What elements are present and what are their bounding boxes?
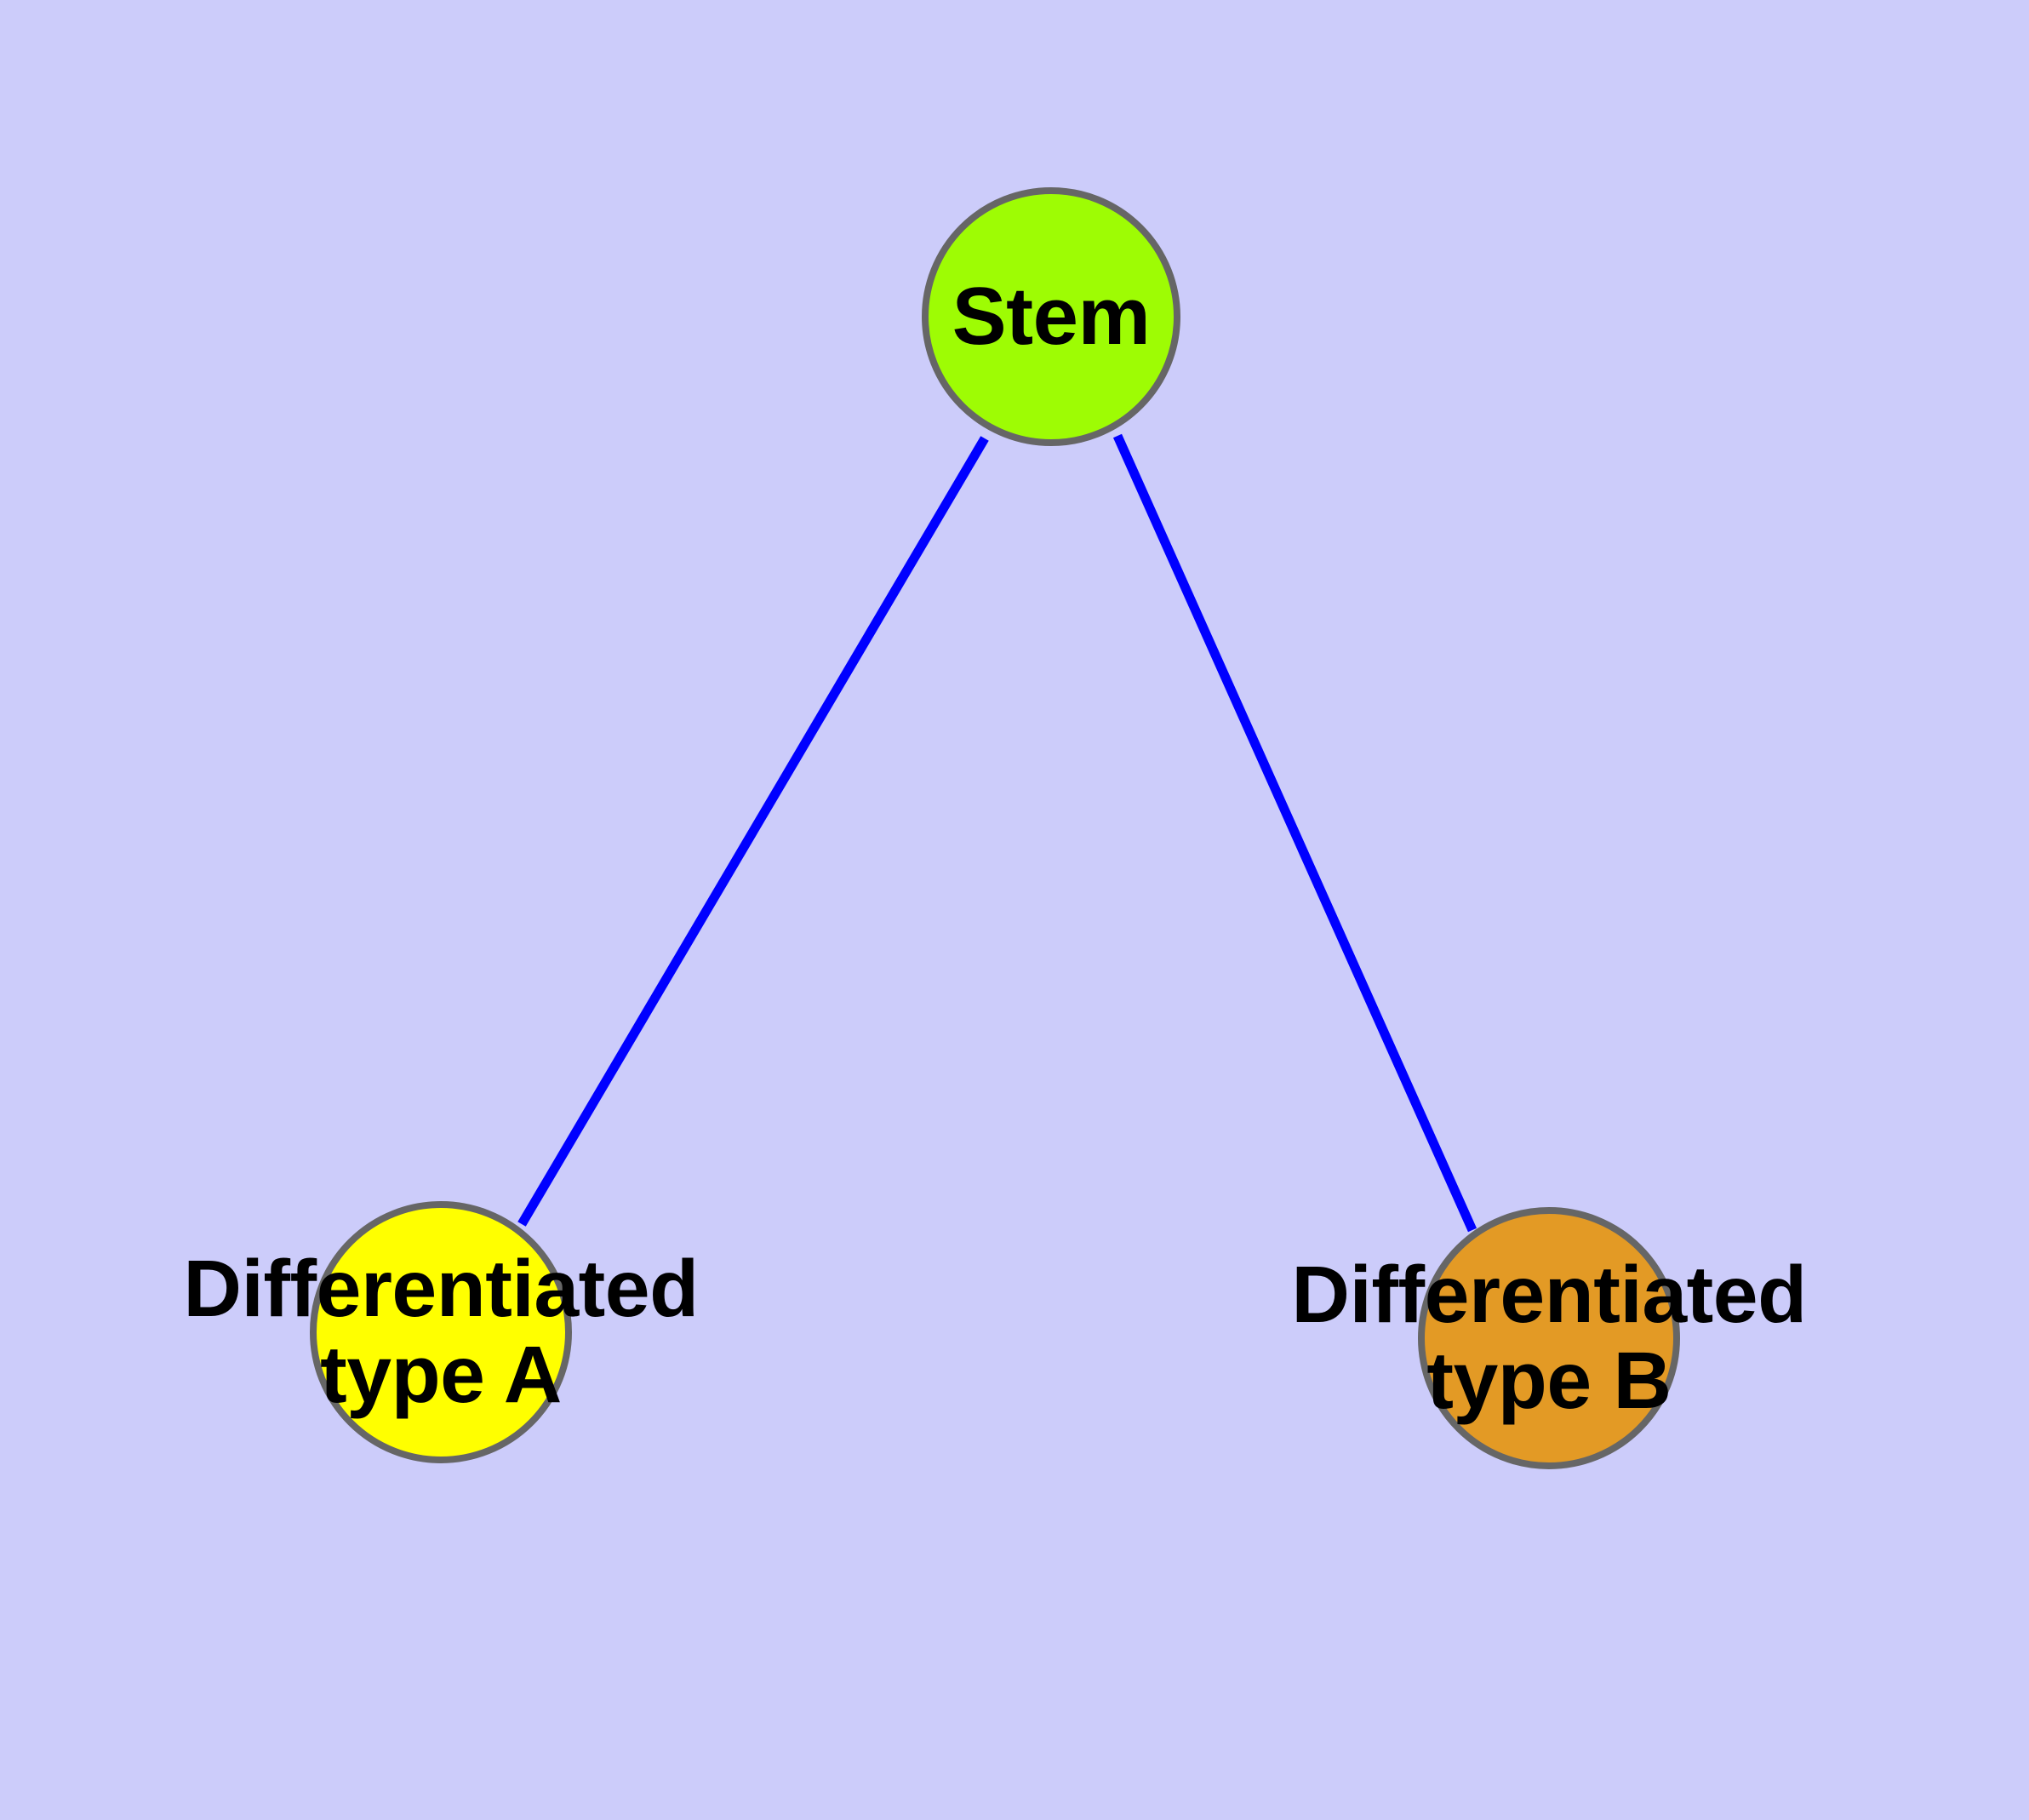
node-stem[interactable]	[922, 187, 1180, 446]
edge-stem-to-type-b[interactable]	[1112, 433, 1477, 1233]
node-differentiated-type-b[interactable]	[1418, 1207, 1680, 1469]
edge-layer	[517, 433, 1477, 1233]
node-differentiated-type-a[interactable]	[310, 1201, 572, 1463]
edge-stem-to-type-a[interactable]	[517, 436, 989, 1227]
node-layer	[310, 187, 1680, 1469]
